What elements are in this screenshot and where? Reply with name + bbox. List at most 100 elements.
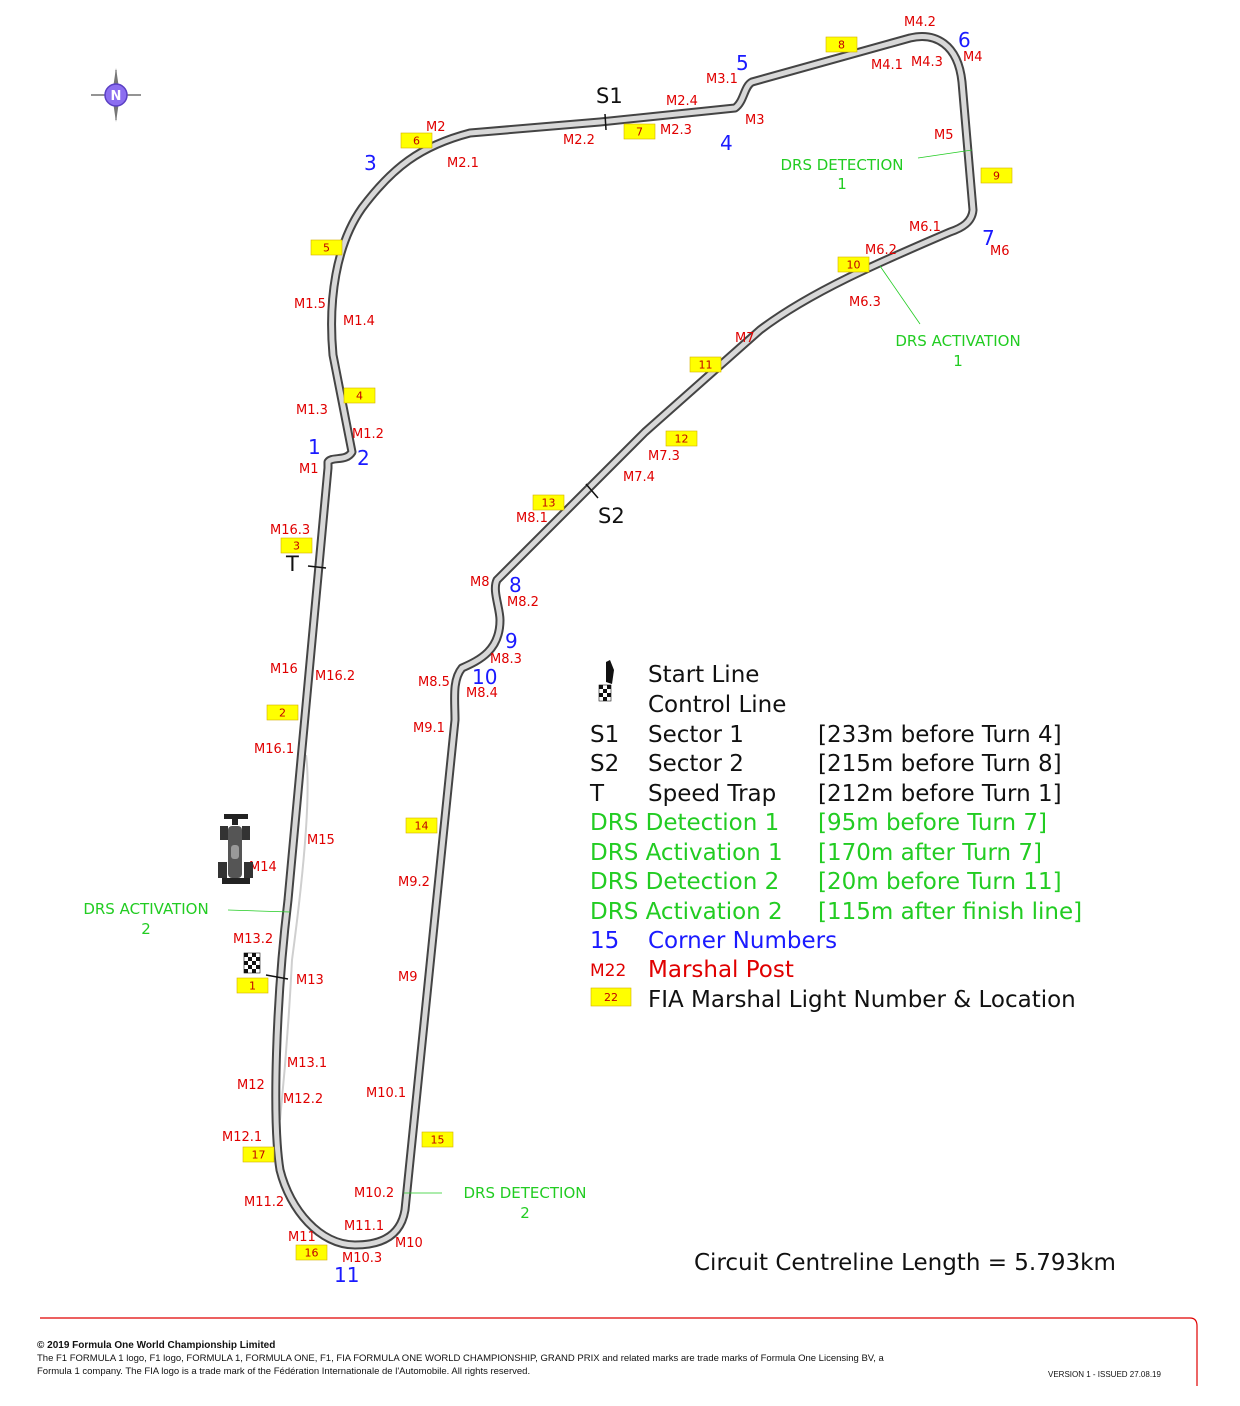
corner-numbers: 1 2 3 4 5 6 7 8 9 10 11 xyxy=(308,28,995,1287)
marshal-post-label: M16.2 xyxy=(315,669,355,684)
marshal-post-label: M1.3 xyxy=(296,403,328,418)
track xyxy=(271,32,978,1250)
marshal-light-box xyxy=(623,123,656,140)
marshal-light-box xyxy=(242,1146,275,1163)
marshal-post-label: M12.2 xyxy=(283,1092,323,1107)
marshal-light-box xyxy=(236,977,269,994)
marshal-post-label: M8.3 xyxy=(490,652,522,667)
legend-name: Speed Trap xyxy=(648,781,776,807)
marshal-light-number: 5 xyxy=(323,242,330,255)
compass-label: N xyxy=(111,89,122,104)
legend-note: [170m after Turn 7] xyxy=(818,840,1042,866)
corner-number: 7 xyxy=(982,226,995,250)
marshal-post-label: M16.1 xyxy=(254,742,294,757)
marshal-post-label: M4.1 xyxy=(871,58,903,73)
marshal-post-label: M13.2 xyxy=(233,932,273,947)
drs-detection2-label: DRS DETECTION xyxy=(463,1184,586,1202)
marshal-light-number: 4 xyxy=(356,390,363,403)
drs-zones: DRS DETECTION 1 DRS ACTIVATION 1 DRS ACT… xyxy=(83,149,1021,1222)
legend-name: DRS Activation 2 xyxy=(590,899,783,925)
pit-lane xyxy=(279,754,309,1121)
footer-version: VERSION 1 - ISSUED 27.08.19 xyxy=(1048,1370,1161,1379)
legend-light-text: FIA Marshal Light Number & Location xyxy=(648,987,1076,1013)
marshal-post-label: M1.4 xyxy=(343,314,375,329)
marshal-post-label: M11.1 xyxy=(344,1219,384,1234)
marshal-post-label: M4.3 xyxy=(911,55,943,70)
corner-number: 4 xyxy=(720,131,733,155)
drs-detection1-leader xyxy=(917,149,973,159)
footer-line1: The F1 FORMULA 1 logo, F1 logo, FORMULA … xyxy=(37,1353,885,1364)
marshal-post-label: M6.2 xyxy=(865,243,897,258)
legend: Start Line Control Line S1 Sector 1 [233… xyxy=(589,660,1082,1013)
start-line-icon xyxy=(606,660,614,684)
speed-trap-label: T xyxy=(285,552,299,576)
marshal-post-label: M8.5 xyxy=(418,675,450,690)
circuit-length: Circuit Centreline Length = 5.793km xyxy=(694,1250,1116,1276)
marshal-post-label: M5 xyxy=(934,128,954,143)
drs-activation2-number: 2 xyxy=(141,920,151,938)
marshal-post-label: M8.4 xyxy=(466,686,498,701)
marshal-light-number: 1 xyxy=(249,980,256,993)
legend-light-code: 22 xyxy=(604,991,618,1004)
marshal-post-label: M3.1 xyxy=(706,72,738,87)
drs-activation2-leader xyxy=(227,909,291,913)
marshal-post-label: M7 xyxy=(735,331,755,346)
marshal-light-number: 17 xyxy=(252,1149,266,1162)
marshal-post-label: M12 xyxy=(237,1078,265,1093)
corner-number: 10 xyxy=(472,665,497,689)
marshal-post-label: M8.2 xyxy=(507,595,539,610)
marshal-light-box xyxy=(825,36,858,53)
control-line-icon xyxy=(598,684,612,702)
marshal-light-box xyxy=(400,132,433,149)
marshal-posts: M1M1.2M1.3M1.4M1.5M2M2.1M2.2M2.3M2.4M3M3… xyxy=(222,15,1010,1266)
corner-number: 6 xyxy=(958,28,971,52)
sector1-line xyxy=(604,113,607,131)
control-line xyxy=(265,974,289,980)
marshal-light-box xyxy=(295,1244,328,1261)
sector2-label: S2 xyxy=(598,504,625,528)
marshal-light-number: 12 xyxy=(675,433,689,446)
legend-code: S2 xyxy=(590,751,619,777)
drs-detection1-label: DRS DETECTION xyxy=(780,156,903,174)
marshal-post-label: M10.1 xyxy=(366,1086,406,1101)
marshal-light-box xyxy=(343,387,376,404)
marshal-light-box xyxy=(310,239,343,256)
corner-number: 8 xyxy=(509,573,522,597)
drs-activation1-label: DRS ACTIVATION xyxy=(895,332,1020,350)
drs-detection1-number: 1 xyxy=(837,175,847,193)
checkered-flag-icon xyxy=(243,952,261,974)
marshal-post-label: M16 xyxy=(270,662,298,677)
corner-number: 1 xyxy=(308,435,321,459)
footer-copyright: © 2019 Formula One World Championship Li… xyxy=(37,1340,275,1351)
marshal-post-label: M6.1 xyxy=(909,220,941,235)
marshal-light-box xyxy=(421,1131,454,1148)
marshal-post-label: M9 xyxy=(398,970,418,985)
marshal-post-label: M2.2 xyxy=(563,133,595,148)
marshal-light-box xyxy=(266,704,299,721)
timing-lines xyxy=(265,113,607,980)
legend-name: Sector 1 xyxy=(648,722,744,748)
marshal-post-label: M1 xyxy=(299,462,319,477)
marshal-post-label: M11.2 xyxy=(244,1195,284,1210)
legend-code: T xyxy=(589,781,605,807)
marshal-post-label: M16.3 xyxy=(270,523,310,538)
corner-number: 5 xyxy=(736,51,749,75)
marshal-post-label: M7.4 xyxy=(623,470,655,485)
marshal-post-label: M4.2 xyxy=(904,15,936,30)
marshal-post-label: M10.2 xyxy=(354,1186,394,1201)
marshal-light-number: 8 xyxy=(838,39,845,52)
marshal-light-number: 7 xyxy=(636,126,643,139)
marshal-light-number: 9 xyxy=(993,170,1000,183)
legend-control: Control Line xyxy=(648,692,786,718)
sector2-line xyxy=(585,483,599,499)
marshal-light-number: 16 xyxy=(305,1247,319,1260)
drs-activation1-number: 1 xyxy=(953,352,963,370)
marshal-post-label: M13.1 xyxy=(287,1056,327,1071)
marshal-light-number: 6 xyxy=(413,135,420,148)
marshal-light-number: 14 xyxy=(415,820,429,833)
legend-name: DRS Detection 2 xyxy=(590,869,779,895)
footer-border xyxy=(40,1317,1198,1386)
marshal-post-label: M12.1 xyxy=(222,1130,262,1145)
